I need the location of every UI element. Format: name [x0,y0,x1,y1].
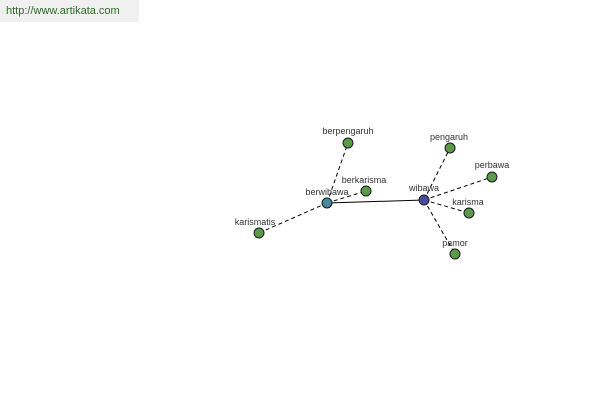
node-label-berpengaruh[interactable]: berpengaruh [322,126,373,136]
node-karisma[interactable] [463,207,475,219]
node-label-berkarisma[interactable]: berkarisma [342,175,387,185]
edge-wibawa-karisma [423,199,470,214]
node-berpengaruh[interactable] [342,137,354,149]
node-perbawa[interactable] [486,171,498,183]
source-url[interactable]: http://www.artikata.com [0,0,139,22]
labels-layer: wibawa berwibawa berpengaruh berkarisma kari… [235,126,510,248]
edge-wibawa-pamor [423,199,456,255]
node-pengaruh[interactable] [444,142,456,154]
node-berkarisma[interactable] [360,185,372,197]
node-label-pengaruh[interactable]: pengaruh [430,132,468,142]
node-wibawa[interactable] [418,194,430,206]
edge-wibawa-pengaruh [423,147,451,201]
node-label-karisma[interactable]: karisma [452,197,484,207]
node-karismatis[interactable] [253,227,265,239]
node-label-berwibawa[interactable]: berwibawa [305,187,348,197]
edge-berwibawa-berpengaruh [326,142,349,204]
node-berwibawa[interactable] [321,197,333,209]
edge-berwibawa-karismatis [258,202,328,234]
node-label-wibawa[interactable]: wibawa [408,183,439,193]
node-label-perbawa[interactable]: perbawa [475,160,510,170]
node-label-pamor[interactable]: pamor [442,238,468,248]
edge-berwibawa-wibawa [326,199,425,204]
node-label-karismatis[interactable]: karismatis [235,217,276,227]
node-pamor[interactable] [449,248,461,260]
nodes-layer [253,137,498,260]
edge-wibawa-perbawa [423,176,493,201]
edges-layer [258,142,493,255]
